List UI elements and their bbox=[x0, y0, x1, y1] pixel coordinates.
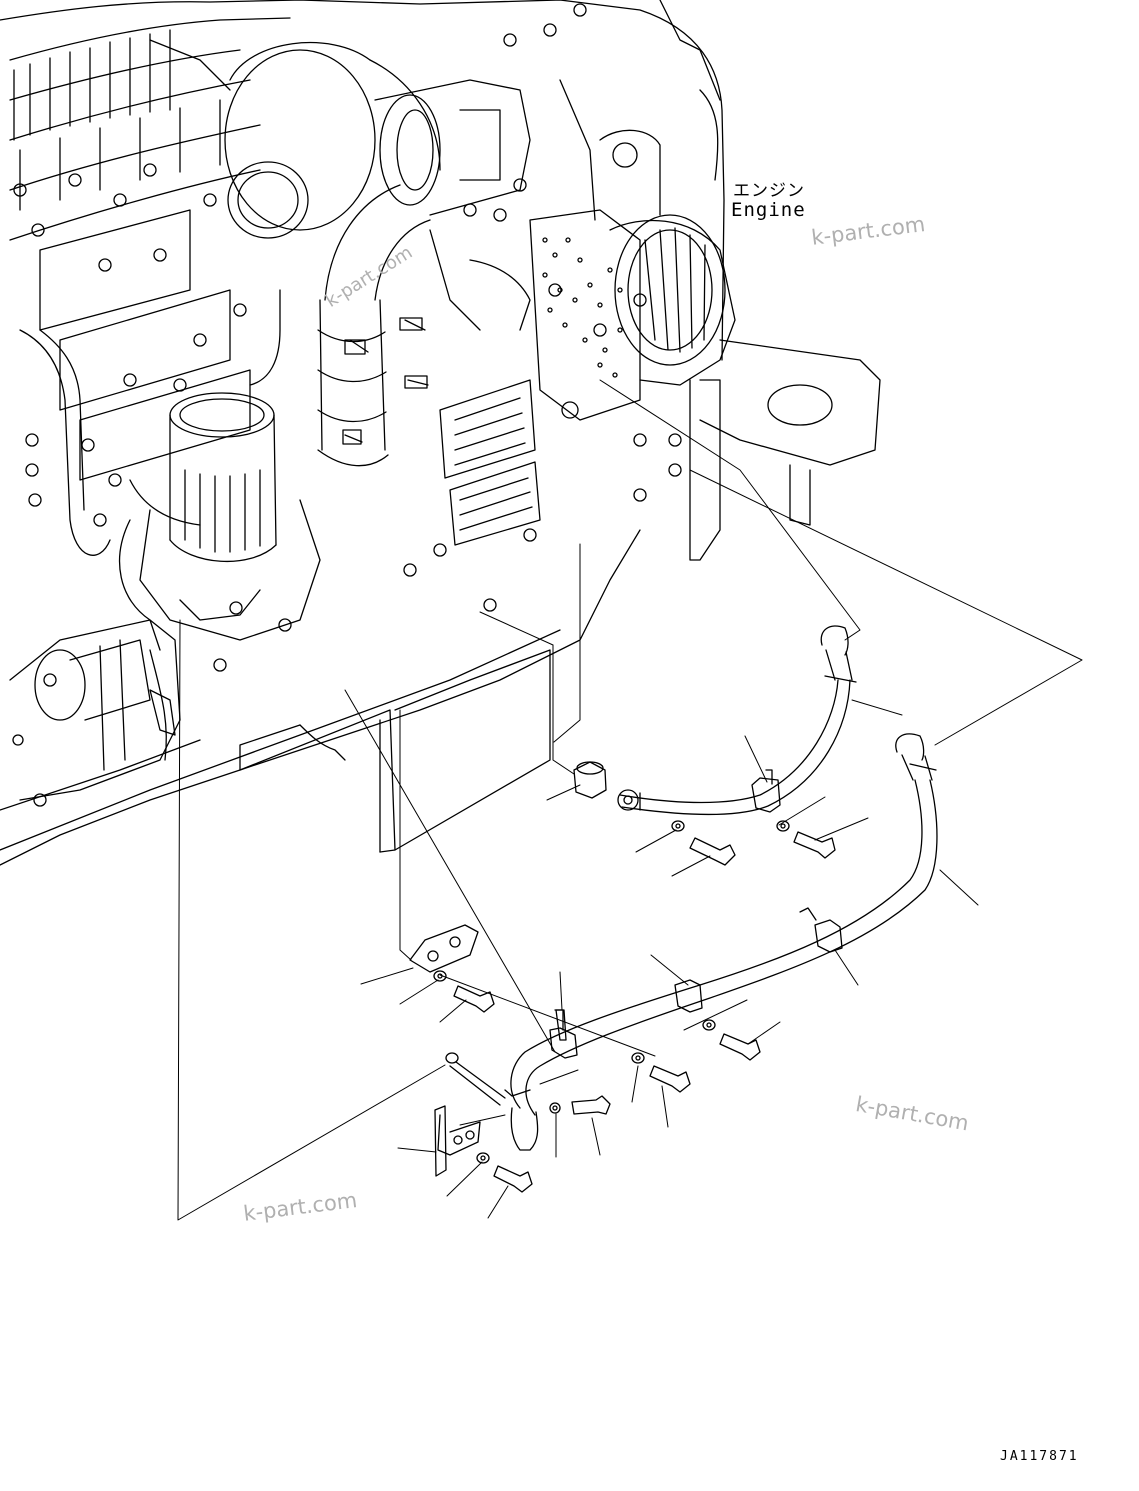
small-parts bbox=[409, 761, 836, 1193]
engine-label-japanese: エンジン bbox=[733, 181, 805, 201]
figure-code: JA117871 bbox=[1000, 1449, 1079, 1464]
hose-upper bbox=[617, 625, 857, 816]
engine-label-english: Engine bbox=[731, 199, 806, 221]
hose-lower bbox=[504, 733, 938, 1151]
engine-assembly bbox=[0, 0, 881, 866]
leader-lines bbox=[177, 379, 1083, 1221]
